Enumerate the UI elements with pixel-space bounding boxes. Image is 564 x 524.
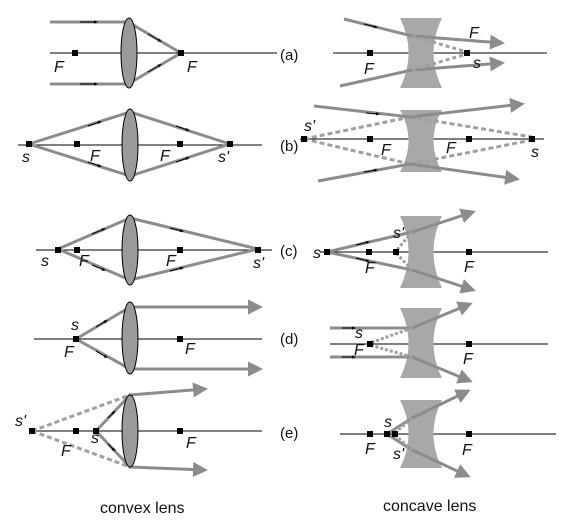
convex-row-d: s F F <box>34 299 263 377</box>
label-source: s <box>531 144 539 161</box>
concave-row-d: s F F <box>330 301 548 384</box>
label-source: s <box>355 325 363 342</box>
label-focal: F <box>469 25 480 42</box>
label-focal: F <box>166 253 177 270</box>
label-focal: F <box>54 59 65 76</box>
label-source: s <box>91 430 99 447</box>
label-focal: F <box>463 351 474 368</box>
convex-row-a: F F <box>50 17 277 89</box>
label-focal: F <box>354 342 365 359</box>
label-focal: F <box>446 140 457 157</box>
label-focal: F <box>90 148 101 165</box>
label-image: s' <box>218 149 230 166</box>
label-focal: F <box>64 344 75 361</box>
row-tag-e: (e) <box>280 425 298 442</box>
concave-row-e: s F s' F <box>340 389 556 478</box>
focal-point-marker <box>72 50 78 56</box>
label-source: s <box>22 149 30 166</box>
convex-row-e: s' F s F <box>15 382 262 478</box>
label-focal: F <box>160 148 171 165</box>
label-focal: F <box>79 253 90 270</box>
label-focal: F <box>61 443 72 460</box>
label-focal: F <box>462 442 473 459</box>
label-focal: F <box>365 260 376 277</box>
label-focal: F <box>187 59 198 76</box>
label-image: s' <box>15 413 27 430</box>
label-source: s <box>41 253 49 270</box>
row-tag-d: (d) <box>280 331 298 348</box>
convex-row-b: s F F s' <box>18 108 262 182</box>
label-image: s' <box>304 118 316 135</box>
focal-point-marker <box>178 50 184 56</box>
label-focal: F <box>365 441 376 458</box>
caption-convex-lens: convex lens <box>100 500 185 517</box>
label-image: s' <box>393 446 405 463</box>
concave-row-c: s s' F F <box>313 208 548 294</box>
label-focal: F <box>364 61 375 78</box>
label-focal: F <box>464 259 475 276</box>
concave-row-a: F F s <box>333 17 547 88</box>
concave-row-b: s' F F s <box>300 97 544 185</box>
label-focal: F <box>381 142 392 159</box>
label-source: s <box>384 414 392 431</box>
label-focal: F <box>186 435 197 452</box>
label-focal: F <box>185 341 196 358</box>
row-tag-a: (a) <box>280 47 298 64</box>
label-image: s' <box>253 255 265 272</box>
convex-row-c: s F F s' <box>36 214 272 286</box>
row-tag-c: (c) <box>280 243 298 260</box>
label-image: s' <box>393 225 405 242</box>
label-source: s <box>313 245 321 262</box>
label-source: s <box>473 55 481 72</box>
row-tag-b: (b) <box>280 138 298 155</box>
label-source: s <box>71 317 79 334</box>
caption-concave-lens: concave lens <box>383 498 476 515</box>
